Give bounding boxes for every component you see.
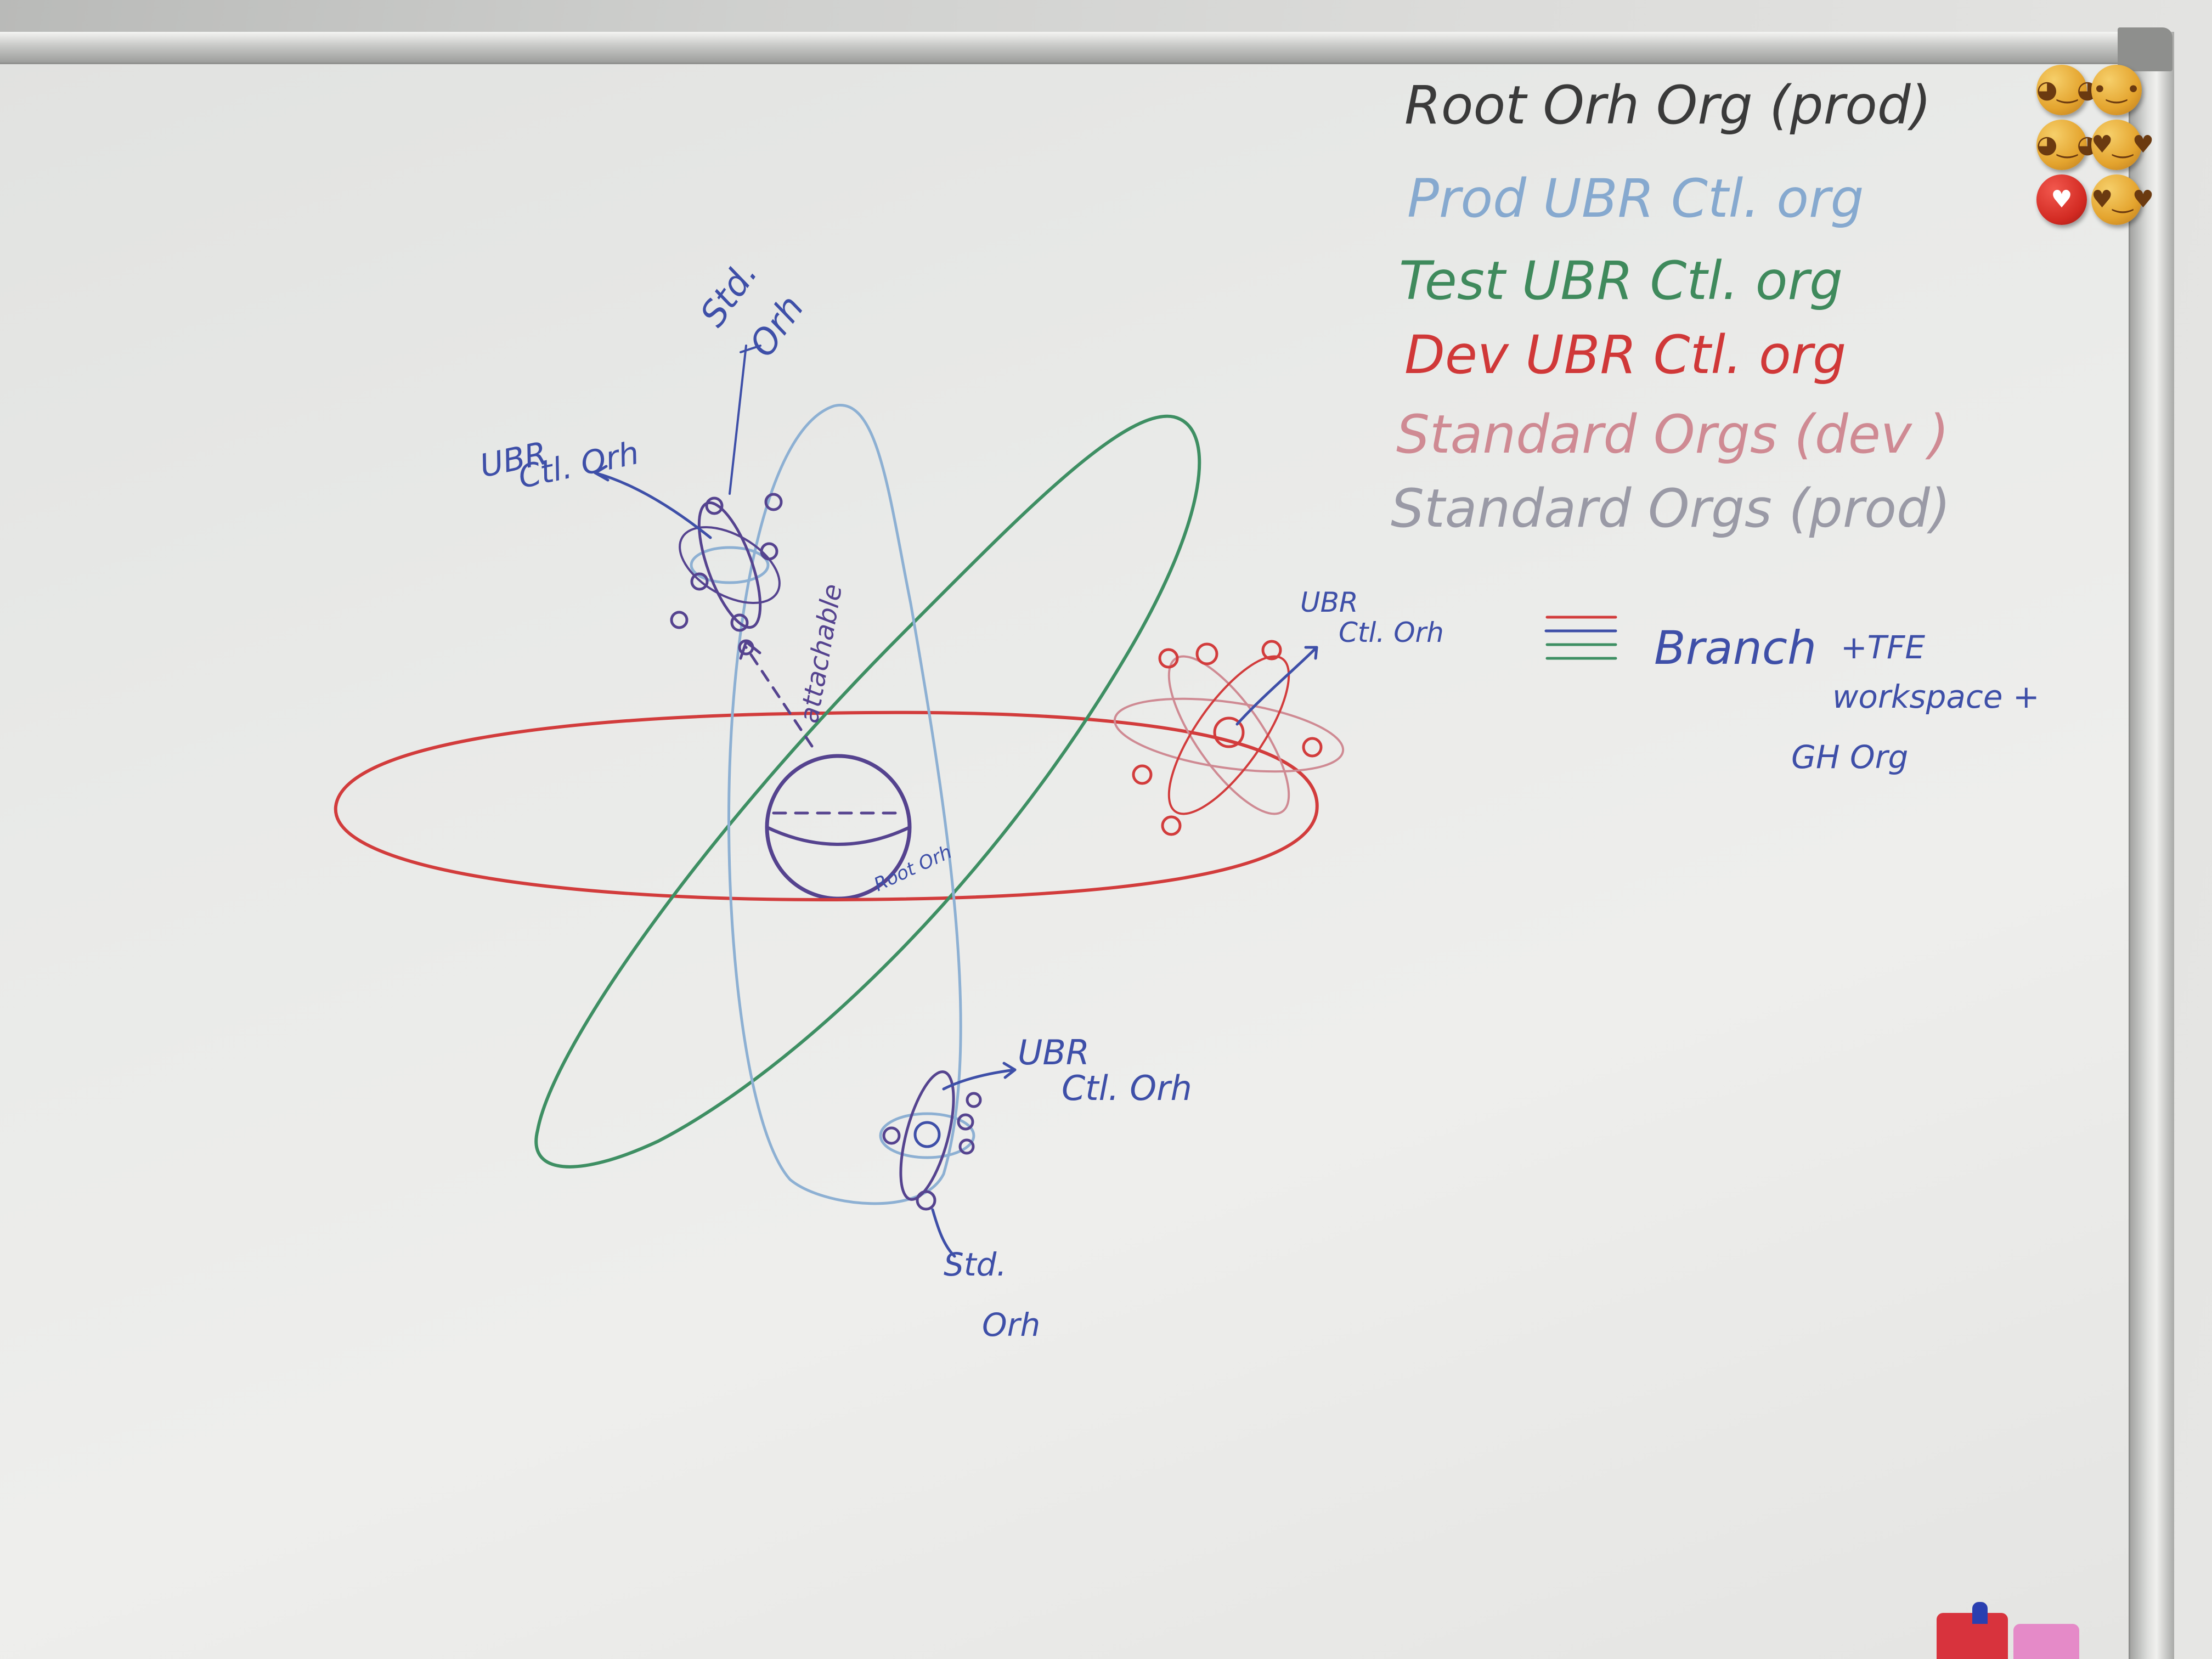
whiteboard-frame-right — [2129, 32, 2174, 1659]
whiteboard-frame-top — [0, 32, 2172, 64]
test-orbit-ellipse — [534, 414, 1201, 1169]
whiteboard-surface — [0, 50, 2140, 1659]
top-satellite-system — [594, 345, 783, 656]
attachable-link — [744, 646, 814, 748]
root-org-label: Root Orh — [871, 841, 955, 896]
face-heart-eyes-icon[interactable]: ♥‿♥ — [2091, 174, 2154, 225]
bottom-ctl-label-line2: Ctl. Orh — [1062, 1068, 1192, 1108]
branch-color-lines — [1544, 616, 1617, 660]
face-wink-icon[interactable]: ◕‿◕ — [2036, 65, 2098, 115]
heart-icon[interactable]: ♥ — [2036, 174, 2087, 225]
legend-dev-ctl-org: Dev UBR Ctl. org — [1404, 324, 1846, 386]
bottom-ctl-label-line1: UBR — [1018, 1032, 1090, 1073]
legend-prod-ctl-org: Prod UBR Ctl. org — [1407, 168, 1864, 229]
face-bandage-icon[interactable]: •‿• — [2091, 65, 2142, 115]
branch-note-workspace: workspace + — [1832, 678, 2040, 715]
legend-standard-orgs-dev: Standard Orgs (dev ) — [1396, 404, 1949, 465]
right-ctl-label-line2: Ctl. Orh — [1339, 617, 1444, 648]
pink-marker[interactable] — [2013, 1624, 2079, 1659]
marker-tray — [1931, 1602, 2096, 1659]
top-std-label-line2: Orh — [742, 289, 812, 364]
bottom-std-label-line1: Std. — [944, 1246, 1007, 1283]
branch-label: Branch — [1654, 621, 1816, 675]
blue-marker[interactable] — [1972, 1602, 1988, 1624]
right-satellite-system — [1113, 640, 1345, 836]
face-wink-icon[interactable]: ◕‿◕ — [2036, 120, 2098, 170]
right-ctl-label-line1: UBR — [1300, 586, 1358, 618]
face-heart-eyes-icon[interactable]: ♥‿♥ — [2091, 120, 2154, 170]
legend-root-org: Root Orh Org (prod) — [1404, 75, 1931, 136]
legend-standard-orgs-prod: Standard Orgs (prod) — [1391, 478, 1950, 539]
bottom-satellite-system — [879, 1062, 1017, 1258]
attachable-label: attachable — [794, 582, 849, 725]
prod-orbit-ellipse — [727, 404, 962, 1205]
whiteboard-frame-corner — [2118, 27, 2172, 71]
legend-test-ctl-org: Test UBR Ctl. org — [1399, 250, 1843, 312]
branch-note-gh-org: GH Org — [1791, 738, 1908, 776]
bottom-std-label-line2: Orh — [982, 1306, 1040, 1344]
branch-note-tfe: +TFE — [1841, 629, 1925, 666]
